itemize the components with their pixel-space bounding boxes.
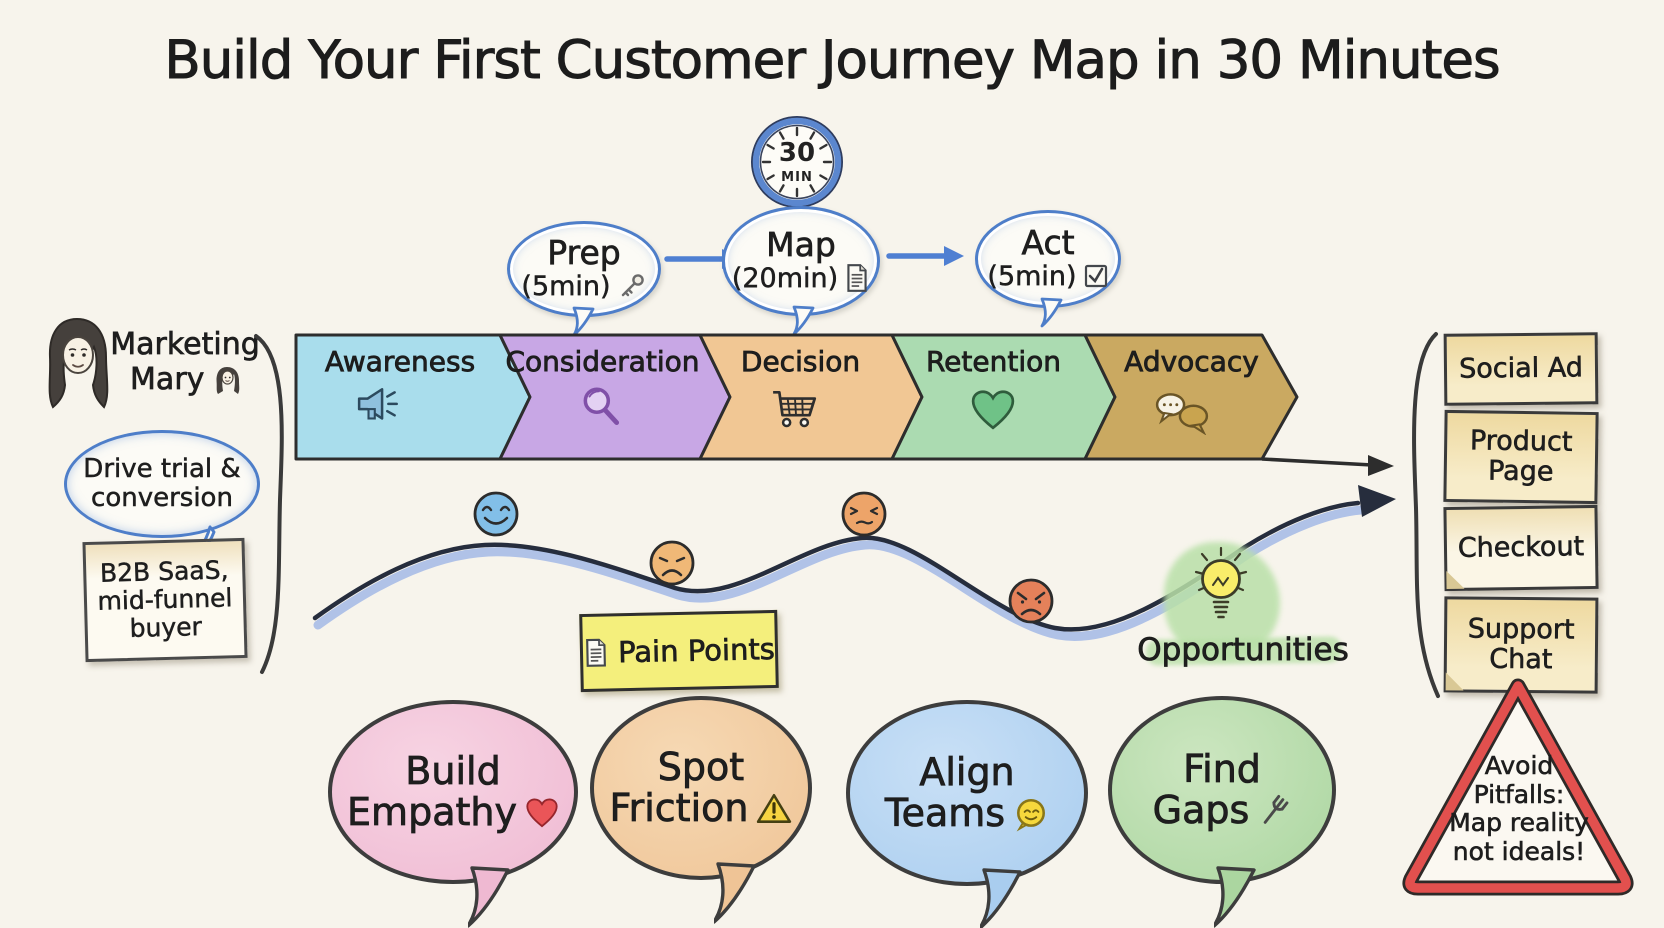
- phase-label: Prep: [547, 233, 621, 273]
- axis-arrowhead-icon: [1368, 455, 1394, 476]
- document-icon: [586, 638, 607, 667]
- flow-arrow-icon: [886, 246, 964, 266]
- phase-duration: (5min): [521, 270, 611, 303]
- phase-duration: (20min): [731, 262, 839, 295]
- magnifier-icon: [583, 387, 620, 426]
- warning-icon: [757, 793, 792, 823]
- phase-label: Act: [1021, 223, 1075, 263]
- heart-icon: [971, 390, 1015, 430]
- benefit-bubble-align-teams: Align Teams: [846, 700, 1088, 886]
- benefit-bubble-build-empathy: Build Empathy: [328, 700, 578, 884]
- stage-label-awareness: Awareness: [324, 345, 476, 379]
- phase-bubble-act: Act (5min): [975, 210, 1121, 308]
- curve-arrowhead-icon: [1358, 485, 1396, 517]
- persona-name: Marketing Mary: [110, 327, 260, 397]
- warning-text: Avoid Pitfalls: Map reality not ideals!: [1449, 751, 1589, 866]
- timer-unit: MIN: [781, 170, 813, 185]
- touchpoint-note-checkout: Checkout: [1443, 504, 1599, 592]
- happy-face-icon: [473, 491, 519, 537]
- woman-emoji-icon: [216, 366, 240, 394]
- stage-label-retention: Retention: [925, 345, 1062, 379]
- persona-goal-bubble: Drive trial & conversion: [64, 430, 260, 538]
- speech-tail: [1040, 297, 1063, 328]
- right-bracket: [1412, 332, 1440, 698]
- benefit-bubble-spot-friction: Spot Friction: [590, 696, 812, 880]
- cart-icon: [773, 390, 817, 428]
- phase-bubble-prep: Prep (5min): [507, 221, 661, 317]
- timer-minutes: 30: [778, 138, 816, 168]
- document-icon: [847, 264, 867, 293]
- lightbulb-icon: [1194, 546, 1248, 619]
- touchpoint-note-product-page: Product Page: [1443, 409, 1599, 505]
- phase-label: Map: [766, 225, 836, 265]
- touchpoint-note-social-ad: Social Ad: [1443, 332, 1599, 406]
- opportunities-label: Opportunities: [1137, 632, 1349, 669]
- journey-stage-band: [294, 333, 1394, 476]
- megaphone-icon: [357, 388, 398, 420]
- chat-icon: [1155, 393, 1209, 435]
- phase-duration: (5min): [987, 260, 1077, 293]
- key-icon: [621, 274, 644, 297]
- fork-icon: [1264, 794, 1289, 824]
- phase-bubble-map: Map (20min): [722, 206, 880, 316]
- speech-tail: [980, 868, 1022, 928]
- page-title: Build Your First Customer Journey Map in…: [164, 30, 1501, 92]
- timer-clock-icon: [751, 116, 843, 208]
- speech-tail: [1214, 866, 1256, 928]
- benefit-bubble-find-gaps: Find Gaps: [1108, 696, 1336, 884]
- warning-triangle: [1402, 678, 1634, 896]
- pain-points-label: Pain Points: [617, 631, 776, 670]
- heart-icon: [526, 798, 558, 827]
- pain-points-note: Pain Points: [579, 609, 779, 693]
- stage-label-advocacy: Advocacy: [1124, 345, 1259, 379]
- stage-label-consideration: Consideration: [505, 345, 700, 379]
- sad-face-icon: [649, 540, 695, 586]
- persona-avatar: [48, 317, 109, 409]
- left-bracket: [254, 334, 284, 674]
- smiley-icon: [1016, 798, 1046, 831]
- annoyed-face-icon: [841, 491, 887, 537]
- stage-label-decision: Decision: [740, 345, 861, 379]
- speech-tail: [714, 862, 756, 924]
- persona-profile-note: B2B SaaS, mid-funnel buyer: [82, 537, 248, 663]
- angry-face-icon: [1008, 578, 1054, 624]
- speech-tail: [468, 866, 510, 928]
- checklist-icon: [1084, 265, 1107, 288]
